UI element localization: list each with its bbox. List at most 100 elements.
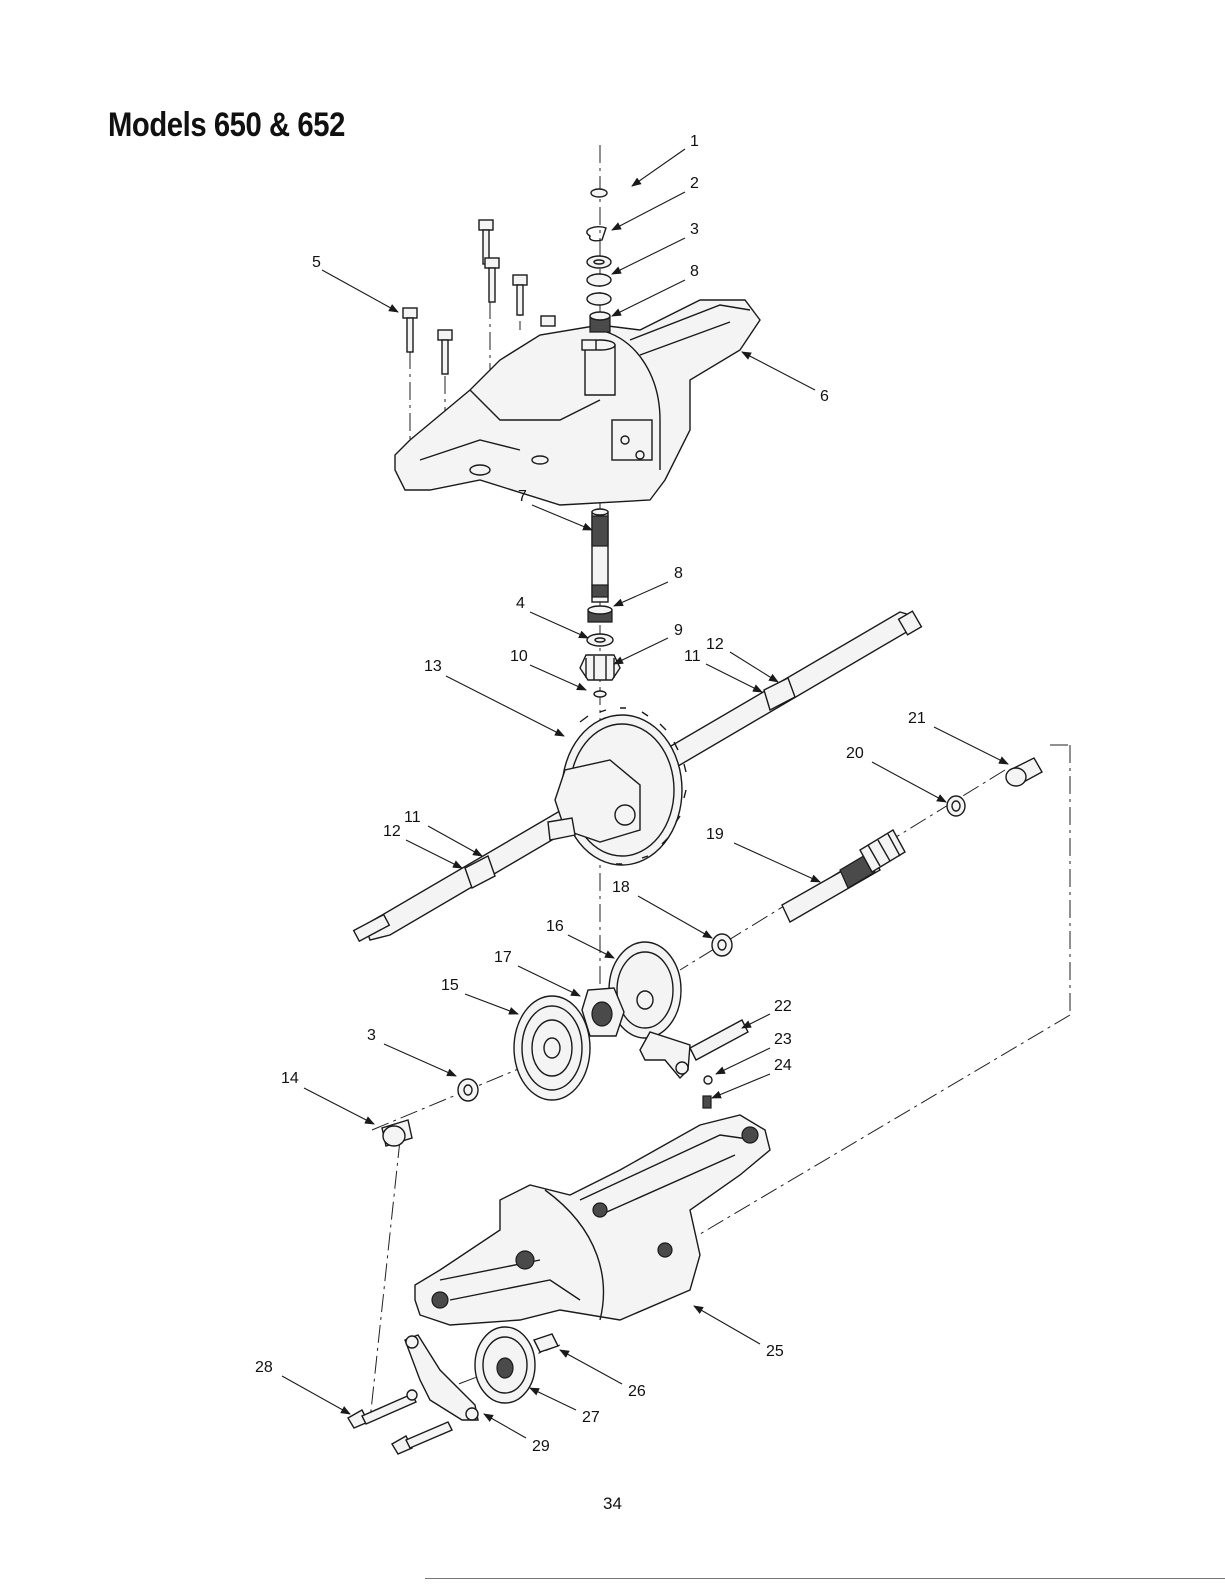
callout-leader-line — [712, 1074, 770, 1098]
callout-10: 10 — [510, 648, 586, 690]
callout-21: 21 — [908, 710, 1008, 764]
callout-leader-line — [530, 1388, 576, 1410]
callout-leader-line — [742, 1014, 770, 1028]
callout-leader-line — [730, 652, 778, 682]
callout-27: 27 — [530, 1388, 600, 1426]
callout-number: 6 — [820, 388, 829, 405]
callout-14: 14 — [281, 1070, 374, 1124]
callout-leader-line — [638, 896, 712, 938]
callout-24: 24 — [712, 1057, 792, 1098]
callout-number: 23 — [774, 1031, 792, 1048]
callout-number: 11 — [404, 809, 421, 826]
callout-19: 19 — [706, 826, 820, 882]
callout-number: 11 — [684, 648, 701, 665]
callout-17: 17 — [494, 949, 580, 996]
callout-12: 12 — [383, 823, 462, 868]
callout-number: 18 — [612, 879, 630, 896]
callout-number: 13 — [424, 658, 442, 675]
callout-leader-line — [518, 966, 580, 996]
callout-22: 22 — [742, 998, 792, 1028]
callout-number: 7 — [518, 488, 527, 505]
callout-11: 11 — [404, 809, 482, 856]
page-number: 34 — [0, 1494, 1225, 1514]
callout-leader-line — [742, 352, 815, 390]
callout-number: 3 — [690, 221, 699, 238]
callout-number: 2 — [690, 175, 699, 192]
callout-2: 2 — [612, 175, 699, 230]
callout-8: 8 — [614, 565, 683, 606]
callout-number: 27 — [582, 1409, 600, 1426]
callout-29: 29 — [484, 1414, 550, 1455]
callout-number: 22 — [774, 998, 792, 1015]
callout-18: 18 — [612, 879, 712, 938]
callout-number: 3 — [367, 1027, 376, 1044]
callout-leader-line — [632, 149, 685, 186]
callout-number: 14 — [281, 1070, 299, 1087]
callout-leader-line — [465, 994, 518, 1014]
callout-leader-line — [568, 935, 614, 958]
pulley-gear-parts-15-16-17-22 — [514, 942, 748, 1100]
callout-leader-line — [384, 1044, 456, 1076]
callout-leader-line — [614, 582, 668, 606]
callout-leader-line — [612, 280, 685, 316]
callout-leader-line — [282, 1376, 350, 1414]
callout-28: 28 — [255, 1359, 350, 1414]
callout-number: 26 — [628, 1383, 646, 1400]
footer-rule — [425, 1578, 1225, 1579]
callout-leader-line — [406, 840, 462, 868]
callout-leader-line — [304, 1088, 374, 1124]
callout-6: 6 — [742, 352, 829, 405]
callout-12: 12 — [706, 636, 778, 682]
callout-16: 16 — [546, 918, 614, 958]
callout-number: 28 — [255, 1359, 273, 1376]
callout-leader-line — [612, 192, 685, 230]
callout-13: 13 — [424, 658, 564, 736]
callout-leader-line — [446, 676, 564, 736]
input-shaft-stack-parts-1-2-3-8 — [587, 189, 611, 332]
countershaft-parts-18-19-20-21 — [712, 758, 1042, 956]
callout-number: 12 — [706, 636, 724, 653]
callout-leader-line — [614, 638, 668, 664]
callout-number: 12 — [383, 823, 401, 840]
callout-leader-line — [560, 1350, 622, 1384]
callout-number: 24 — [774, 1057, 792, 1074]
callout-26: 26 — [560, 1350, 646, 1400]
callout-number: 25 — [766, 1343, 784, 1360]
output-pulley-and-bracket-parts-26-27-28-29 — [348, 1327, 558, 1454]
callout-number: 8 — [674, 565, 683, 582]
callout-leader-line — [530, 612, 588, 638]
callout-11: 11 — [684, 648, 762, 692]
callout-number: 29 — [532, 1438, 550, 1455]
callout-3: 3 — [367, 1027, 456, 1076]
callout-9: 9 — [614, 622, 683, 664]
callout-number: 17 — [494, 949, 512, 966]
callout-number: 15 — [441, 977, 459, 994]
callout-leader-line — [428, 826, 482, 856]
callout-20: 20 — [846, 745, 946, 802]
callout-number: 5 — [312, 254, 321, 271]
callout-number: 20 — [846, 745, 864, 762]
callout-leader-line — [706, 664, 762, 692]
callout-leader-line — [322, 270, 398, 312]
callout-25: 25 — [694, 1306, 784, 1360]
callout-5: 5 — [312, 254, 398, 312]
callout-number: 8 — [690, 263, 699, 280]
callout-number: 21 — [908, 710, 926, 727]
callout-number: 16 — [546, 918, 564, 935]
callout-number: 9 — [674, 622, 683, 639]
callout-leader-line — [530, 665, 586, 690]
callout-leader-line — [734, 843, 820, 882]
callout-leader-line — [872, 762, 946, 802]
lower-housing-part-25 — [415, 1115, 770, 1325]
callout-number: 1 — [690, 133, 699, 150]
callout-1: 1 — [632, 133, 699, 186]
callout-15: 15 — [441, 977, 518, 1014]
callout-leader-line — [694, 1306, 760, 1344]
callout-leader-line — [716, 1048, 770, 1074]
callout-number: 4 — [516, 595, 525, 612]
callout-leader-line — [612, 238, 685, 274]
callout-leader-line — [484, 1414, 526, 1438]
callout-leader-line — [934, 727, 1008, 764]
callout-number: 19 — [706, 826, 724, 843]
